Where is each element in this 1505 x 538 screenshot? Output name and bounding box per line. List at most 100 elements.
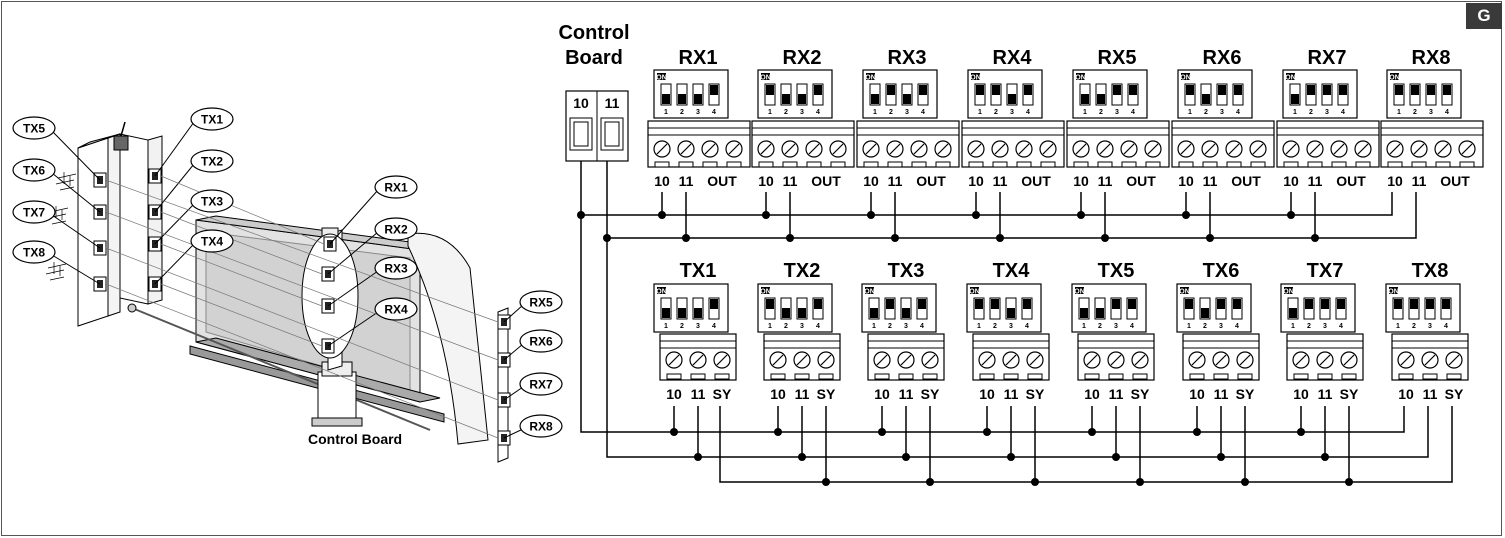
tx-dip-lever: [1217, 299, 1225, 309]
rx-terminal-10: 10: [968, 173, 984, 189]
tx-callout-2: TX2: [201, 155, 223, 169]
tx-dip-lever: [1112, 299, 1120, 309]
tx-terminal-11: 11: [691, 386, 706, 402]
tx-module-label: TX5: [1098, 260, 1135, 282]
tx-terminal-sy: SY: [921, 386, 940, 402]
rx-dip-lever: [814, 85, 822, 95]
rx-terminal-11: 11: [993, 173, 1008, 189]
left-wall-drawing: [77, 133, 121, 327]
tx-terminal-sy: SY: [1236, 386, 1255, 402]
tx-dip-lever: [975, 299, 983, 309]
tx-terminal-10: 10: [770, 386, 786, 402]
rx-module-label: RX4: [993, 47, 1033, 69]
rx-dip-lever: [887, 85, 895, 95]
tx-terminal-11: 11: [1318, 386, 1333, 402]
rx-dip-lever: [678, 94, 686, 104]
wire-junction-dot: [694, 453, 702, 461]
receiver-cluster-outline: [301, 233, 359, 359]
tx-module-label: TX2: [784, 260, 821, 282]
wire-junction-dot: [972, 211, 980, 219]
tx-callout-2-bubble: [190, 149, 234, 173]
tx-terminal-sy: SY: [817, 386, 836, 402]
tx-module-label: TX8: [1412, 260, 1449, 282]
wire-junction-dot: [1241, 478, 1249, 486]
rx-terminal-11: 11: [1308, 173, 1323, 189]
tx-dip-lever: [1305, 299, 1313, 309]
wire-junction-dot: [603, 234, 611, 242]
tx-dip-lever: [1442, 299, 1450, 309]
wire-junction-dot: [1031, 478, 1039, 486]
tx-dip-lever: [710, 299, 718, 309]
rx-dip-number: 1: [1397, 109, 1401, 116]
tx-dip-number: 2: [993, 323, 997, 330]
rx-callout-6-bubble: [519, 329, 563, 353]
tx-dip-on-label: ON: [1074, 288, 1085, 295]
rx-dip-lever: [662, 94, 670, 104]
tx-dip-number: 1: [664, 323, 668, 330]
rx-terminal-10: 10: [863, 173, 879, 189]
callout-leader: [51, 172, 101, 213]
page-badge: G: [1466, 3, 1502, 29]
wire-junction-dot: [1321, 453, 1329, 461]
wire-junction-dot: [682, 234, 690, 242]
light-beam: [160, 243, 323, 307]
tx-dip-number: 4: [1235, 323, 1239, 330]
tx-callout-5-bubble: [12, 116, 56, 140]
wire-junction-dot: [798, 453, 806, 461]
tx-dip-number: 3: [800, 323, 804, 330]
wire-junction-dot: [1193, 428, 1201, 436]
tx-dip-number: 3: [1219, 323, 1223, 330]
antenna-lamp-drawing: [113, 121, 129, 151]
rx-terminal-11: 11: [783, 173, 798, 189]
tx-terminal-sy: SY: [1026, 386, 1045, 402]
tx-dip-number: 3: [696, 323, 700, 330]
callout-leader: [327, 270, 379, 307]
tx-dip-number: 2: [1203, 323, 1207, 330]
rx-callout-7: RX7: [529, 378, 553, 392]
tx-callout-4-bubble: [190, 229, 234, 253]
rx-dip-number: 4: [1341, 109, 1345, 116]
wire-junction-dot: [1287, 211, 1295, 219]
light-beam: [105, 247, 499, 401]
rx-dip-number: 3: [1429, 109, 1433, 116]
tx-terminal-11: 11: [1214, 386, 1229, 402]
tx-callout-1: TX1: [201, 113, 223, 127]
wire-junction-dot: [996, 234, 1004, 242]
light-beam: [105, 283, 499, 439]
control-board-terminal-block: 10 11: [565, 90, 629, 162]
rx-dip-number: 2: [680, 109, 684, 116]
rx-dip-number: 4: [1131, 109, 1135, 116]
left-control-board-label: Control Board: [308, 431, 402, 447]
rx-callout-3-bubble: [374, 256, 418, 280]
tx-callout-1-bubble: [190, 107, 234, 131]
callout-leader: [503, 428, 524, 439]
rx-dip-number: 2: [1413, 109, 1417, 116]
tx-dip-on-label: ON: [656, 288, 667, 295]
tx-dip-on-label: ON: [1179, 288, 1190, 295]
wire-junction-dot: [1297, 428, 1305, 436]
rx-dip-number: 1: [873, 109, 877, 116]
rx-dip-number: 3: [696, 109, 700, 116]
tx-dip-lever: [1128, 299, 1136, 309]
gear-rack-drawing: [127, 303, 445, 431]
tx-dip-lever: [782, 308, 790, 318]
tx-dip-number: 1: [1396, 323, 1400, 330]
tx-callout-7-bubble: [12, 200, 56, 224]
rx-dip-lever: [1427, 85, 1435, 95]
control-board-terminal-10: 10: [573, 95, 589, 111]
rx-terminal-out: OUT: [811, 173, 841, 189]
tx-dip-number: 3: [1114, 323, 1118, 330]
tx-dip-number: 2: [1307, 323, 1311, 330]
brick-hatching: [45, 172, 77, 281]
rx-terminal-10: 10: [1283, 173, 1299, 189]
